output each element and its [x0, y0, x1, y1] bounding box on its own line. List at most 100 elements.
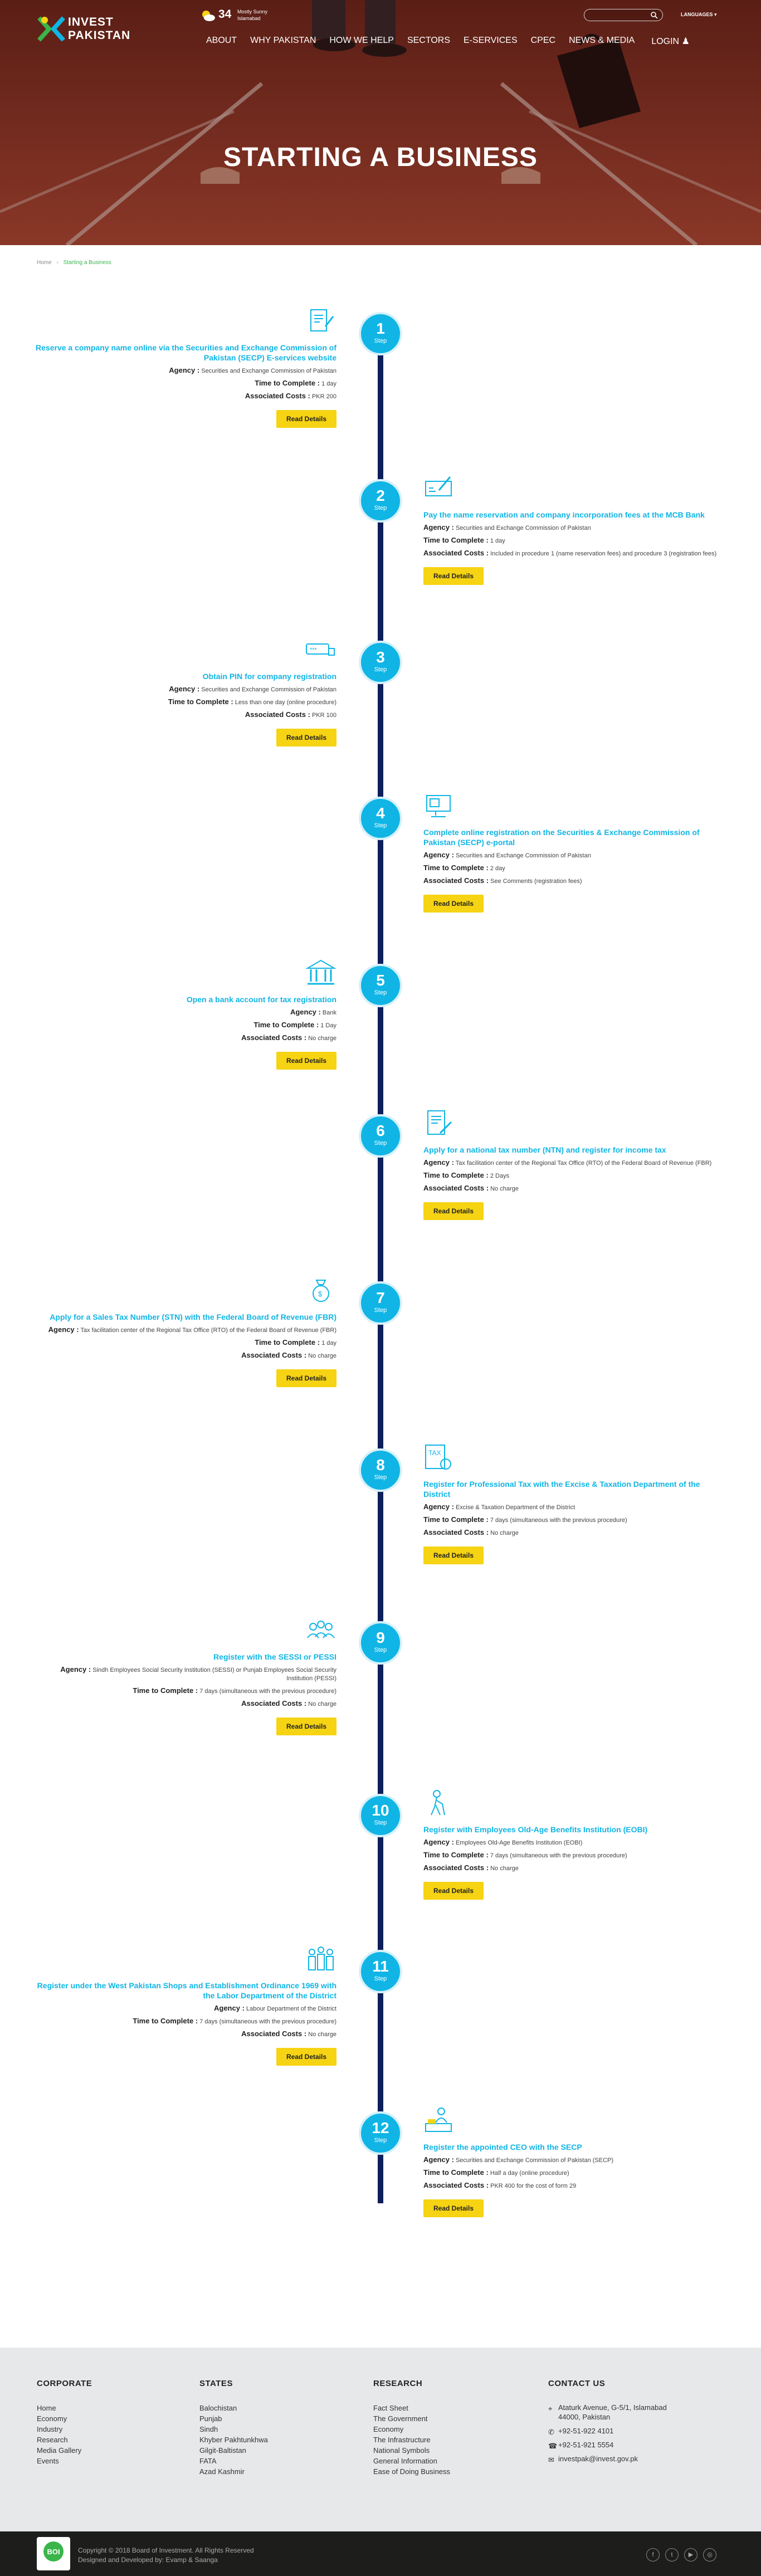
step-title[interactable]: Complete online registration on the Secu…: [423, 828, 700, 847]
step-cost: Associated Costs : Included in procedure…: [423, 549, 724, 558]
language-label: LANGUAGES: [681, 12, 713, 17]
footer-corporate-link[interactable]: Economy: [37, 2414, 67, 2423]
footer-state-link[interactable]: Azad Kashmir: [199, 2467, 245, 2476]
footer-research-link[interactable]: Ease of Doing Business: [373, 2467, 451, 2476]
step-cost: Associated Costs : No charge: [36, 2029, 336, 2039]
step-title[interactable]: Apply for a Sales Tax Number (STN) with …: [50, 1313, 336, 1321]
nav-about[interactable]: ABOUT: [206, 36, 237, 45]
time-label: Time to Complete :: [168, 697, 233, 706]
step-title[interactable]: Register with Employees Old-Age Benefits…: [423, 1825, 648, 1834]
footer-state-link[interactable]: Sindh: [199, 2425, 218, 2433]
step-time: Time to Complete : 7 days (simultaneous …: [36, 2017, 336, 2026]
phone-icon: ✆: [548, 2428, 554, 2436]
footer-research-link[interactable]: The Government: [373, 2414, 428, 2423]
boi-logo[interactable]: BOI: [37, 2537, 70, 2570]
step-time: Time to Complete : 1 day: [36, 379, 336, 388]
cost-value: No charge: [308, 1701, 336, 1707]
time-label: Time to Complete :: [423, 1171, 489, 1179]
search-input[interactable]: [584, 9, 663, 21]
breadcrumb-current: Starting a Business: [63, 260, 111, 266]
footer-corporate-link[interactable]: Research: [37, 2436, 68, 2444]
read-details-button[interactable]: Read Details: [423, 2199, 484, 2217]
step-number: 10: [372, 1802, 389, 1819]
document-pen-icon: [310, 309, 334, 331]
read-details-button[interactable]: Read Details: [276, 729, 336, 747]
footer-state-link[interactable]: Punjab: [199, 2414, 222, 2423]
step-label: Step: [374, 666, 387, 673]
read-details-button[interactable]: Read Details: [423, 1202, 484, 1220]
step-label: Step: [374, 1307, 387, 1314]
footer-corporate-link[interactable]: Events: [37, 2457, 59, 2465]
nav-sectors[interactable]: SECTORS: [407, 36, 450, 45]
footer-state-link[interactable]: FATA: [199, 2457, 217, 2465]
step-number: 8: [376, 1456, 385, 1474]
agency-label: Agency :: [60, 1665, 91, 1674]
agency-label: Agency :: [214, 2004, 245, 2012]
read-details-button[interactable]: Read Details: [276, 2048, 336, 2066]
nav-how-we-help[interactable]: HOW WE HELP: [329, 36, 394, 45]
step-title[interactable]: Pay the name reservation and company inc…: [423, 510, 705, 519]
invest-pakistan-logo[interactable]: INVEST PAKISTAN: [37, 12, 130, 47]
read-details-button[interactable]: Read Details: [276, 1718, 336, 1735]
agency-value: Tax facilitation center of the Regional …: [80, 1327, 336, 1334]
step-title[interactable]: Register with the SESSI or PESSI: [213, 1652, 336, 1661]
facebook-icon[interactable]: f: [646, 2548, 660, 2562]
instagram-icon[interactable]: ◎: [703, 2548, 716, 2562]
partly-sunny-icon: [202, 11, 215, 21]
search-icon[interactable]: [650, 11, 658, 19]
step-title[interactable]: Obtain PIN for company registration: [202, 672, 336, 681]
read-details-button[interactable]: Read Details: [423, 895, 484, 913]
footer-research-link[interactable]: General Information: [373, 2457, 437, 2465]
logo-x-icon: [37, 16, 65, 42]
step-title[interactable]: Reserve a company name online via the Se…: [36, 343, 336, 362]
footer-state-link[interactable]: Khyber Pakhtunkhwa: [199, 2436, 268, 2444]
read-details-button[interactable]: Read Details: [423, 567, 484, 585]
step-title[interactable]: Open a bank account for tax registration: [186, 995, 336, 1004]
cost-value: PKR 100: [311, 712, 336, 719]
nav-news-media[interactable]: NEWS & MEDIA: [569, 36, 635, 45]
contact-email[interactable]: ✉investpak@invest.gov.pk: [548, 2454, 671, 2464]
cost-label: Associated Costs :: [241, 2029, 307, 2038]
step-title[interactable]: Register the appointed CEO with the SECP: [423, 2143, 582, 2151]
footer-research-link[interactable]: Economy: [373, 2425, 404, 2433]
contact-phone-text: +92-51-922 4101: [558, 2427, 614, 2435]
weather-city: Islamabad: [237, 16, 261, 21]
nav-login[interactable]: LOGIN ♟: [645, 36, 696, 47]
step-agency: Agency : Securities and Exchange Commiss…: [423, 523, 724, 533]
breadcrumb-home[interactable]: Home: [37, 260, 52, 266]
footer-research-link[interactable]: National Symbols: [373, 2446, 430, 2455]
svg-text:***: ***: [310, 647, 318, 653]
read-details-button[interactable]: Read Details: [276, 1369, 336, 1387]
read-details-button[interactable]: Read Details: [423, 1882, 484, 1900]
language-dropdown[interactable]: LANGUAGES ▾: [681, 12, 717, 18]
nav-cpec[interactable]: CPEC: [530, 36, 556, 45]
footer-research-link[interactable]: Fact Sheet: [373, 2404, 408, 2412]
footer-corporate-link[interactable]: Media Gallery: [37, 2446, 82, 2455]
contact-phone[interactable]: ✆ +92-51-922 4101: [548, 2426, 671, 2436]
nav-e-services[interactable]: E-SERVICES: [464, 36, 518, 45]
youtube-icon[interactable]: ▶: [684, 2548, 697, 2562]
step-title[interactable]: Apply for a national tax number (NTN) an…: [423, 1145, 666, 1154]
footer-state-link[interactable]: Gilgit-Baltistan: [199, 2446, 246, 2455]
time-value: 7 days (simultaneous with the previous p…: [490, 1852, 627, 1859]
agency-value: Sindh Employees Social Security Institut…: [92, 1667, 336, 1682]
nav-why-pakistan[interactable]: WHY PAKISTAN: [250, 36, 316, 45]
footer-corporate-link[interactable]: Industry: [37, 2425, 63, 2433]
step-title[interactable]: Register for Professional Tax with the E…: [423, 1480, 700, 1499]
time-value: 1 Day: [320, 1022, 336, 1029]
read-details-button[interactable]: Read Details: [423, 1546, 484, 1564]
cost-label: Associated Costs :: [245, 392, 310, 400]
step-number: 3: [376, 648, 385, 666]
read-details-button[interactable]: Read Details: [276, 410, 336, 428]
step-time: Time to Complete : 2 day: [423, 863, 724, 873]
time-value: 7 days (simultaneous with the previous p…: [199, 1688, 336, 1695]
step-number: 11: [372, 1958, 389, 1975]
twitter-icon[interactable]: t: [665, 2548, 679, 2562]
read-details-button[interactable]: Read Details: [276, 1052, 336, 1070]
step-agency: Agency : Excise & Taxation Department of…: [423, 1502, 724, 1512]
footer-state-link[interactable]: Balochistan: [199, 2404, 237, 2412]
step-title[interactable]: Register under the West Pakistan Shops a…: [37, 1981, 336, 2000]
footer-research-link[interactable]: The Infrastructure: [373, 2436, 431, 2444]
footer-corporate-link[interactable]: Home: [37, 2404, 56, 2412]
step-number: 12: [372, 2119, 389, 2136]
